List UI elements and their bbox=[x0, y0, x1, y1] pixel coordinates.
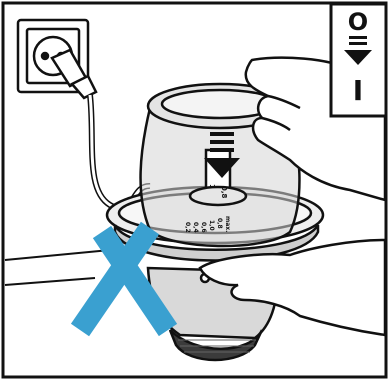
lid-number-2: 1 bbox=[208, 184, 216, 189]
side-label-max: max. bbox=[224, 216, 231, 232]
side-label-02: 0,2 bbox=[184, 222, 191, 233]
side-label-06: 0,6 bbox=[200, 222, 207, 233]
side-label-08: 0,8 bbox=[216, 218, 223, 229]
side-label-10: 1,0 bbox=[208, 220, 215, 231]
lid-number-1: 0,8 bbox=[220, 186, 228, 199]
power-on-symbol: I bbox=[353, 74, 363, 107]
power-symbol-icon: O I bbox=[331, 4, 386, 116]
power-off-symbol: O bbox=[348, 8, 368, 36]
side-label-04: 0,4 bbox=[192, 222, 199, 233]
